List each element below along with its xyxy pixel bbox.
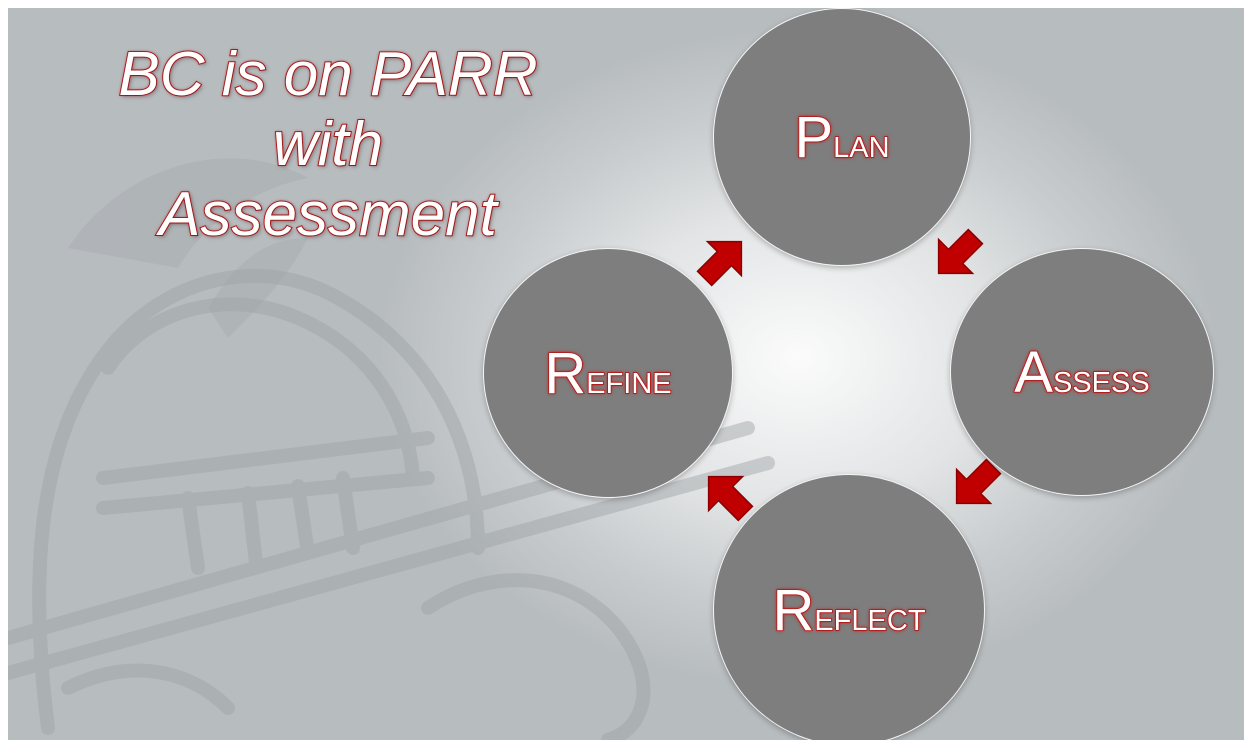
assess-initial: A bbox=[1014, 339, 1054, 406]
reflect-rest: EFLECT bbox=[814, 604, 927, 638]
cycle-arrow-reflect-to-refine bbox=[707, 475, 754, 522]
refine-initial: R bbox=[544, 340, 587, 407]
cycle-node-assess: ASSESS bbox=[950, 248, 1214, 496]
reflect-initial: R bbox=[772, 577, 815, 644]
cycle-node-reflect: REFLECT bbox=[713, 474, 985, 740]
slide-title: BC is on PARR with Assessment bbox=[48, 39, 608, 250]
title-line-3: Assessment bbox=[158, 179, 498, 250]
assess-rest: SSESS bbox=[1052, 366, 1150, 400]
cycle-arrow-refine-to-plan bbox=[696, 240, 743, 287]
cycle-node-refine-label: REFINE bbox=[544, 340, 673, 407]
cycle-node-assess-label: ASSESS bbox=[1014, 339, 1151, 406]
refine-rest: EFINE bbox=[585, 367, 672, 401]
cycle-arrow-plan-to-assess bbox=[937, 228, 984, 275]
title-line-2: with bbox=[272, 109, 384, 180]
cycle-node-refine: REFINE bbox=[483, 248, 733, 498]
cycle-arrow-assess-to-reflect bbox=[955, 458, 1002, 505]
title-line-1: BC is on PARR bbox=[117, 39, 538, 110]
plan-initial: P bbox=[794, 104, 834, 171]
cycle-node-plan-label: PLAN bbox=[794, 104, 891, 171]
cycle-node-plan: PLAN bbox=[713, 8, 971, 266]
slide: BC is on PARR with Assessment PLAN ASSES… bbox=[8, 8, 1244, 740]
cycle-node-reflect-label: REFLECT bbox=[772, 577, 927, 644]
plan-rest: LAN bbox=[832, 131, 890, 165]
